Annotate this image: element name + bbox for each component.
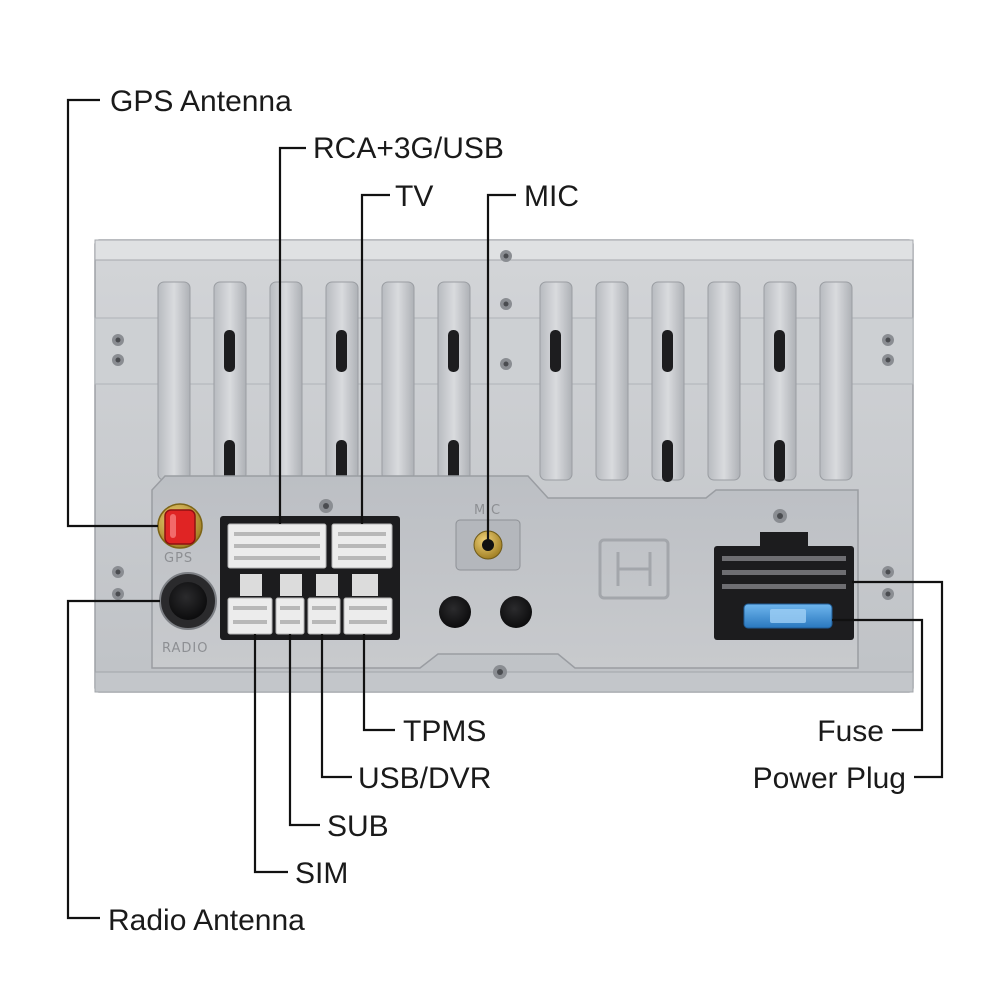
gps-connector-red-tip bbox=[164, 509, 196, 545]
screw-icon bbox=[500, 250, 512, 262]
label-tpms: TPMS bbox=[403, 715, 486, 748]
radio-port-mark: RADIO bbox=[162, 641, 208, 656]
vent-slot bbox=[448, 330, 459, 372]
mounting-hole bbox=[500, 596, 532, 628]
vent-slot bbox=[774, 440, 785, 482]
multi-connector-block bbox=[220, 516, 400, 640]
screw-icon bbox=[112, 354, 124, 366]
fin bbox=[157, 281, 191, 481]
leader-power-plug bbox=[852, 580, 944, 779]
leader-sim bbox=[253, 634, 288, 874]
callout-labels: GPS Antenna RCA+3G/USB TV MIC TPMS USB/D… bbox=[108, 85, 906, 937]
leader-gps-antenna bbox=[66, 98, 158, 528]
gps-tip-highlight bbox=[170, 514, 176, 538]
leader-tv bbox=[360, 193, 390, 524]
vent-slot bbox=[774, 330, 785, 372]
vent-slot bbox=[448, 440, 459, 482]
screw-icon bbox=[500, 358, 512, 370]
screw-icon bbox=[882, 334, 894, 346]
label-rca-3g-usb: RCA+3G/USB bbox=[313, 132, 504, 165]
latch bbox=[352, 574, 378, 596]
leader-fuse bbox=[832, 618, 924, 732]
radio-jack-inner bbox=[169, 582, 207, 620]
label-tv: TV bbox=[395, 180, 433, 213]
embossed-mark bbox=[598, 538, 670, 600]
label-sim: SIM bbox=[295, 857, 348, 890]
latch bbox=[240, 574, 262, 596]
fin bbox=[595, 281, 629, 481]
leader-sub bbox=[288, 634, 320, 827]
mounting-hole bbox=[439, 596, 471, 628]
fin bbox=[381, 281, 415, 481]
latch bbox=[316, 574, 338, 596]
vent-slot bbox=[662, 440, 673, 482]
screws bbox=[112, 250, 894, 679]
screw-icon bbox=[500, 298, 512, 310]
screw-icon bbox=[493, 665, 507, 679]
fin bbox=[819, 281, 853, 481]
cooling-fins bbox=[157, 281, 853, 481]
leader-usb-dvr bbox=[320, 634, 352, 779]
leader-tpms bbox=[362, 634, 395, 732]
vent-slot bbox=[224, 330, 235, 372]
vent-slot bbox=[662, 330, 673, 372]
power-plug-connector bbox=[714, 532, 854, 640]
label-fuse: Fuse bbox=[817, 715, 884, 748]
label-radio-antenna: Radio Antenna bbox=[108, 904, 305, 937]
label-power-plug: Power Plug bbox=[753, 762, 906, 795]
power-plug-key bbox=[760, 532, 808, 548]
vent-slots bbox=[224, 330, 785, 482]
gps-antenna-connector bbox=[157, 503, 203, 549]
power-plug-pins bbox=[722, 556, 846, 589]
vent-slot bbox=[550, 330, 561, 372]
fin bbox=[707, 281, 741, 481]
screw-icon bbox=[882, 566, 894, 578]
fuse-window bbox=[770, 609, 806, 623]
fin bbox=[539, 281, 573, 481]
screw-icon bbox=[773, 509, 787, 523]
sub-socket bbox=[275, 597, 305, 635]
fin bbox=[269, 281, 303, 481]
tpms-socket bbox=[343, 597, 393, 635]
vent-slot bbox=[224, 440, 235, 482]
label-sub: SUB bbox=[327, 810, 389, 843]
label-mic: MIC bbox=[524, 180, 579, 213]
vent-slot bbox=[336, 330, 347, 372]
screw-icon bbox=[319, 499, 333, 513]
screw-icon bbox=[112, 588, 124, 600]
leader-radio-antenna bbox=[66, 599, 160, 920]
screw-icon bbox=[882, 354, 894, 366]
radio-antenna-jack bbox=[159, 572, 217, 630]
socket-pins bbox=[233, 532, 387, 624]
vent-slot bbox=[336, 440, 347, 482]
usb-dvr-socket bbox=[307, 597, 341, 635]
screw-icon bbox=[112, 334, 124, 346]
label-usb-dvr: USB/DVR bbox=[358, 762, 491, 795]
leader-rca-3g-usb bbox=[278, 146, 306, 524]
screw-icon bbox=[882, 588, 894, 600]
screw-icon bbox=[112, 566, 124, 578]
latch bbox=[280, 574, 302, 596]
leader-lines bbox=[66, 98, 944, 920]
sim-socket bbox=[227, 597, 273, 635]
label-gps-antenna: GPS Antenna bbox=[110, 85, 292, 118]
gps-port-mark: GPS bbox=[164, 551, 193, 566]
leader-mic bbox=[486, 193, 516, 545]
